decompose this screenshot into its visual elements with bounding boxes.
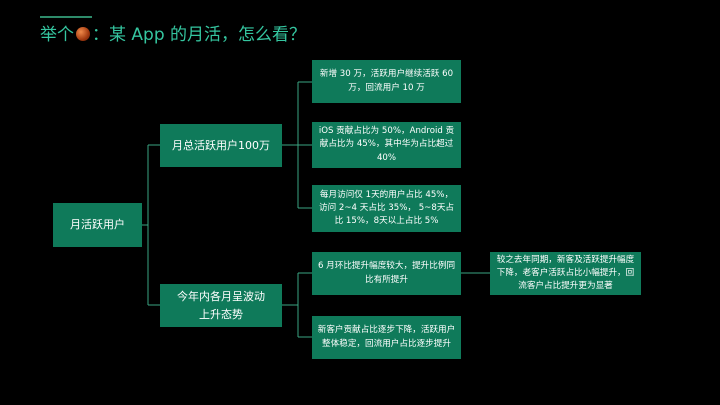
leaf-customer-mix: 新客户贡献占比逐步下降，活跃用户整体稳定，回流用户占比逐步提升 — [312, 316, 461, 359]
page-title: 举个 ：某 App 的月活，怎么看？ — [40, 20, 306, 45]
root-node: 月活跃用户 — [53, 203, 142, 247]
basketball-icon — [76, 27, 90, 41]
title-accent-bar — [40, 16, 92, 18]
node-trend: 今年内各月呈波动上升态势 — [160, 284, 282, 327]
leaf-visit-frequency: 每月访问仅 1天的用户占比 45%，访问 2~4 天占比 35%， 5~8天占比… — [312, 185, 461, 232]
title-suffix: ：某 App 的月活，怎么看？ — [92, 25, 307, 45]
leaf-year-over-year: 较之去年同期，新客及活跃提升幅度下降，老客户活跃占比小幅提升，回流客户占比提升更… — [490, 252, 641, 295]
leaf-user-composition: 新增 30 万，活跃用户继续活跃 60 万，回流用户 10 万 — [312, 60, 461, 103]
node-monthly-total: 月总活跃用户100万 — [160, 124, 282, 167]
title-prefix: 举个 — [40, 25, 74, 45]
leaf-platform-share: iOS 贡献占比为 50%，Android 贡献占比为 45%，其中华为占比超过… — [312, 122, 461, 168]
leaf-june-growth: 6 月环比提升幅度较大，提升比例同比有所提升 — [312, 252, 461, 295]
